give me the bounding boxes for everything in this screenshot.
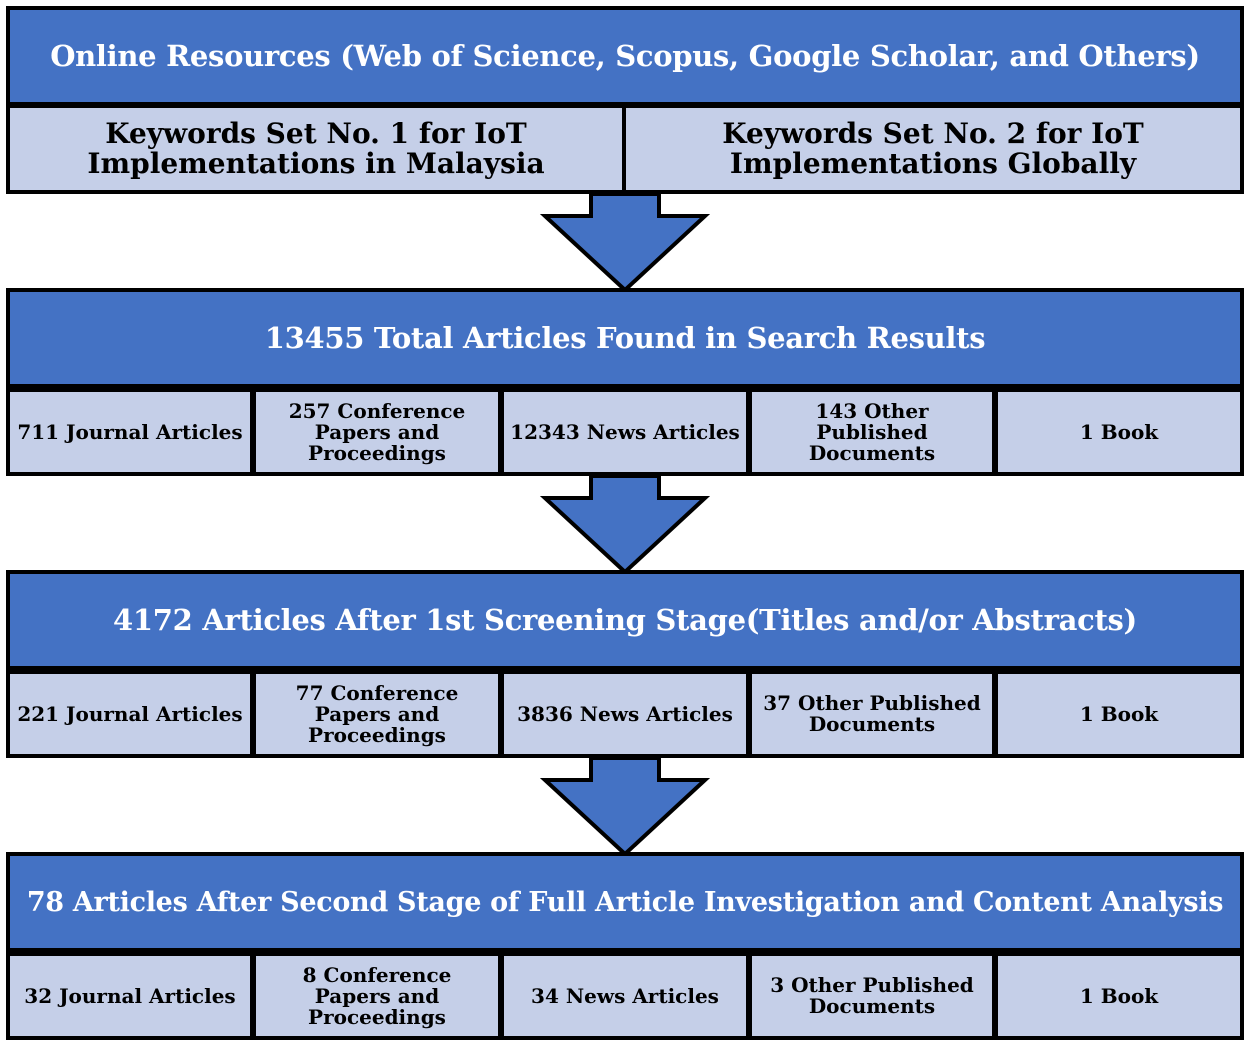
stage-1-book-label: 1 Book — [1079, 419, 1159, 444]
stage-2-conference-label: 77 Conference Papers and Proceedings — [295, 680, 459, 747]
stage-1-other-cell: 143 Other Published Documents — [748, 388, 996, 476]
stage-1-conference-cell: 257 Conference Papers and Proceedings — [252, 388, 502, 476]
stage-2-book-label: 1 Book — [1079, 701, 1159, 726]
keywords-set-1-label: Keywords Set No. 1 for IoT Implementatio… — [87, 116, 545, 180]
stage-2-journal-label: 221 Journal Articles — [17, 701, 243, 726]
stage-3-other-label: 3 Other Published Documents — [770, 973, 974, 1018]
stage-2-news-label: 3836 News Articles — [517, 701, 733, 726]
stage-3-other-cell: 3 Other Published Documents — [748, 952, 996, 1040]
down-arrow-icon — [539, 474, 711, 575]
stage-1-other-label: 143 Other Published Documents — [808, 398, 936, 465]
keywords-set-1-box: Keywords Set No. 1 for IoT Implementatio… — [6, 104, 626, 194]
stage-2-other-cell: 37 Other Published Documents — [748, 670, 996, 758]
stage-2-news-cell: 3836 News Articles — [500, 670, 750, 758]
stage-3-band: 78 Articles After Second Stage of Full A… — [6, 852, 1244, 952]
stage-3-conference-cell: 8 Conference Papers and Proceedings — [252, 952, 502, 1040]
stage-3-journal-label: 32 Journal Articles — [24, 983, 236, 1008]
stage-2-other-label: 37 Other Published Documents — [763, 691, 981, 736]
stage-2-conference-cell: 77 Conference Papers and Proceedings — [252, 670, 502, 758]
stage-3-conference-label: 8 Conference Papers and Proceedings — [302, 962, 452, 1029]
online-resources-title: Online Resources (Web of Science, Scopus… — [50, 39, 1200, 73]
stage-1-news-label: 12343 News Articles — [510, 419, 740, 444]
stage-1-title: 13455 Total Articles Found in Search Res… — [264, 321, 986, 355]
down-arrow-icon — [539, 756, 711, 857]
online-resources-band: Online Resources (Web of Science, Scopus… — [6, 6, 1244, 106]
stage-1-journal-cell: 711 Journal Articles — [6, 388, 254, 476]
stage-2-journal-cell: 221 Journal Articles — [6, 670, 254, 758]
stage-1-conference-label: 257 Conference Papers and Proceedings — [288, 398, 466, 465]
keywords-set-2-box: Keywords Set No. 2 for IoT Implementatio… — [622, 104, 1244, 194]
stage-3-book-label: 1 Book — [1079, 983, 1159, 1008]
down-arrow-icon — [539, 192, 711, 293]
stage-3-book-cell: 1 Book — [994, 952, 1244, 1040]
stage-1-news-cell: 12343 News Articles — [500, 388, 750, 476]
keywords-set-2-label: Keywords Set No. 2 for IoT Implementatio… — [722, 116, 1144, 180]
stage-1-journal-label: 711 Journal Articles — [17, 419, 243, 444]
stage-3-title: 78 Articles After Second Stage of Full A… — [26, 886, 1224, 918]
stage-3-news-label: 34 News Articles — [531, 983, 719, 1008]
stage-2-title: 4172 Articles After 1st Screening Stage(… — [113, 603, 1137, 637]
stage-1-book-cell: 1 Book — [994, 388, 1244, 476]
stage-1-band: 13455 Total Articles Found in Search Res… — [6, 288, 1244, 388]
stage-3-journal-cell: 32 Journal Articles — [6, 952, 254, 1040]
stage-2-book-cell: 1 Book — [994, 670, 1244, 758]
stage-2-band: 4172 Articles After 1st Screening Stage(… — [6, 570, 1244, 670]
stage-3-news-cell: 34 News Articles — [500, 952, 750, 1040]
